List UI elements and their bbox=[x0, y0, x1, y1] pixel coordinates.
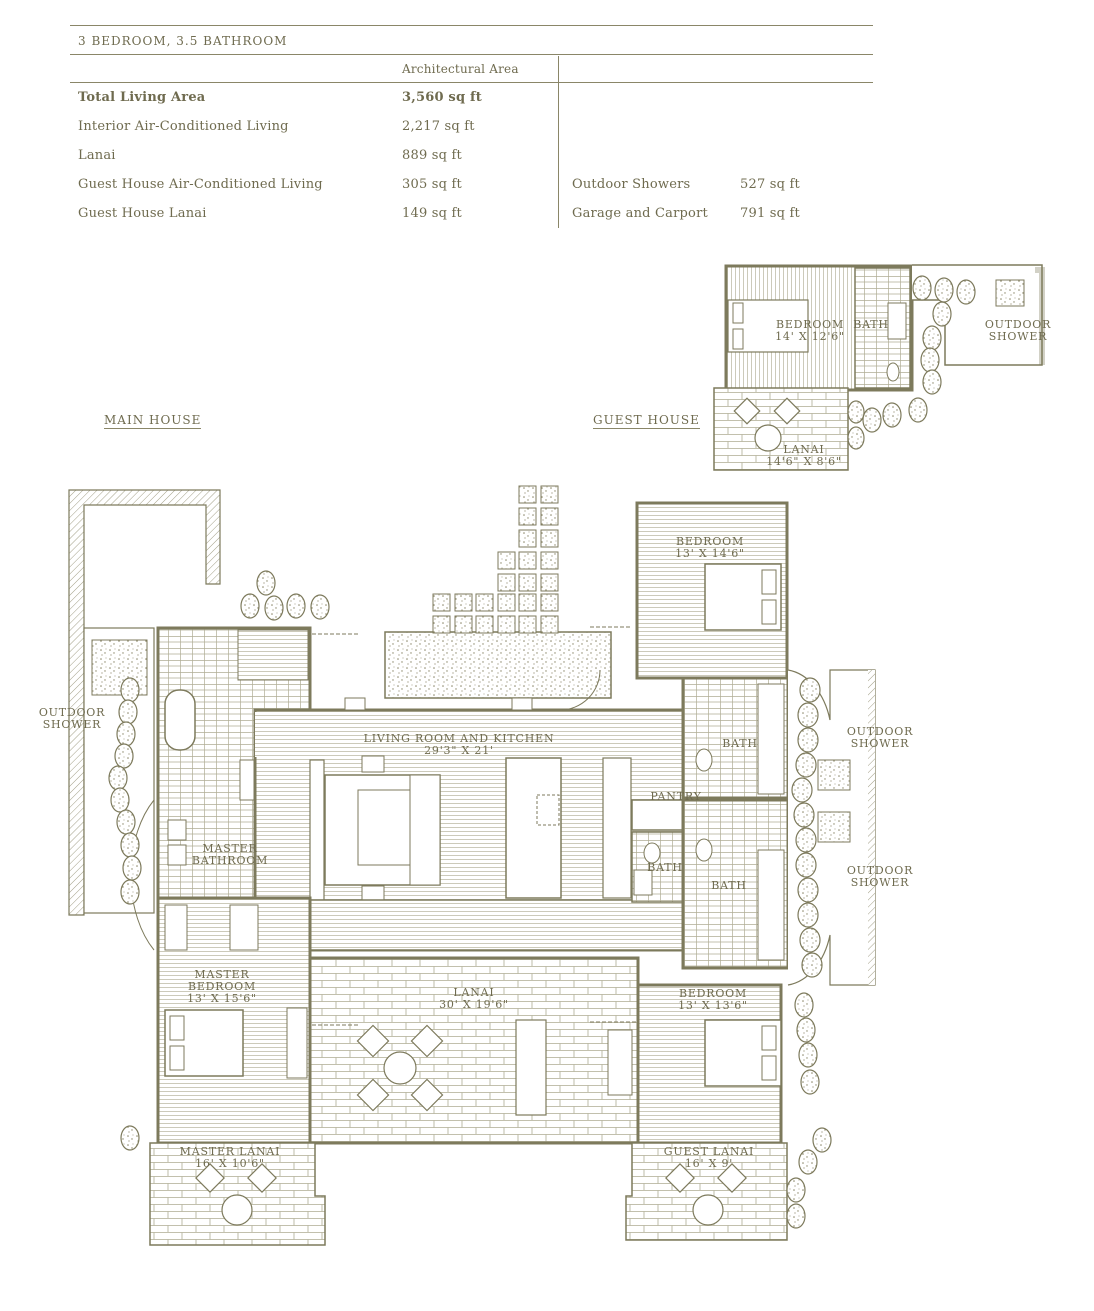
area-column-header: Architectural Area bbox=[402, 62, 519, 76]
lanai-dims: 30' X 19'6" bbox=[439, 998, 509, 1011]
table-divider bbox=[558, 56, 559, 228]
guest-stepping-stones bbox=[847, 275, 976, 450]
left-shower-label-1: OUTDOOR bbox=[39, 706, 105, 719]
gh-shower-label-2: SHOWER bbox=[989, 330, 1048, 343]
area-label: Interior Air-Conditioned Living bbox=[78, 119, 289, 134]
hall-bath-label: BATH bbox=[647, 861, 683, 874]
bedroom-bottom-label: BEDROOM bbox=[679, 987, 747, 1000]
plan-title: 3 BEDROOM, 3.5 BATHROOM bbox=[78, 34, 288, 48]
gh-bedroom-label: BEDROOM bbox=[776, 318, 844, 331]
garage-outline bbox=[68, 489, 221, 916]
area-value: 527 sq ft bbox=[740, 177, 800, 192]
column-header-rule bbox=[70, 82, 873, 83]
bath-bottom-label: BATH bbox=[711, 879, 747, 892]
area-value: 2,217 sq ft bbox=[402, 119, 475, 134]
main-house-label: MAIN HOUSE bbox=[104, 413, 202, 429]
master-lanai-dims: 16' X 10'6" bbox=[195, 1157, 265, 1170]
area-label: Total Living Area bbox=[78, 90, 206, 105]
area-value: 889 sq ft bbox=[402, 148, 462, 163]
guest-house-plan bbox=[713, 264, 1045, 471]
bath-top-label: BATH bbox=[722, 737, 758, 750]
lanai-label: LANAI bbox=[453, 986, 494, 999]
left-shower-label-2: SHOWER bbox=[43, 718, 102, 731]
bedroom-bottom-dims: 13' X 13'6" bbox=[678, 999, 748, 1012]
master-bedroom-dims: 13' X 15'6" bbox=[187, 992, 257, 1005]
master-bathroom-label-1: MASTER bbox=[202, 842, 257, 855]
guest-lanai-dims: 16' X 9' bbox=[685, 1157, 733, 1170]
gh-bedroom-dims: 14' X 12'6" bbox=[775, 330, 845, 343]
living-dims: 29'3" X 21' bbox=[424, 744, 494, 757]
guest-lanai-label: GUEST LANAI bbox=[664, 1145, 754, 1158]
guest-house-label: GUEST HOUSE bbox=[593, 413, 700, 429]
area-label: Guest House Lanai bbox=[78, 206, 207, 221]
title-rule bbox=[70, 54, 873, 55]
gh-shower-label-1: OUTDOOR bbox=[985, 318, 1051, 331]
top-rule bbox=[70, 25, 873, 26]
main-stepping-stones bbox=[108, 570, 832, 1229]
pantry-label: PANTRY bbox=[650, 790, 701, 803]
right-shower-bottom-label-2: SHOWER bbox=[851, 876, 910, 889]
area-value: 149 sq ft bbox=[402, 206, 462, 221]
area-label: Lanai bbox=[78, 148, 116, 163]
area-value: 791 sq ft bbox=[740, 206, 800, 221]
master-bedroom-label-1: MASTER bbox=[194, 968, 249, 981]
area-value: 305 sq ft bbox=[402, 177, 462, 192]
area-label: Garage and Carport bbox=[572, 206, 708, 221]
master-lanai-label: MASTER LANAI bbox=[180, 1145, 281, 1158]
right-shower-top-label-2: SHOWER bbox=[851, 737, 910, 750]
master-lanai-area bbox=[149, 1142, 326, 1246]
paver-squares bbox=[432, 485, 559, 634]
master-bedroom-label-2: BEDROOM bbox=[188, 980, 256, 993]
right-shower-top-label-1: OUTDOOR bbox=[847, 725, 913, 738]
gh-bath-label: BATH bbox=[853, 318, 889, 331]
area-value: 3,560 sq ft bbox=[402, 90, 482, 105]
guest-lanai-area bbox=[625, 1142, 788, 1241]
gh-lanai-dims: 14'6" X 8'6" bbox=[766, 455, 842, 468]
area-label: Outdoor Showers bbox=[572, 177, 691, 192]
bedroom-top-label: BEDROOM bbox=[676, 535, 744, 548]
right-shower-bottom-label-1: OUTDOOR bbox=[847, 864, 913, 877]
gh-lanai-label: LANAI bbox=[783, 443, 824, 456]
bedroom-top-dims: 13' X 14'6" bbox=[675, 547, 745, 560]
master-bathroom-label-2: BATHROOM bbox=[192, 854, 268, 867]
area-label: Guest House Air-Conditioned Living bbox=[78, 177, 323, 192]
living-label: LIVING ROOM AND KITCHEN bbox=[364, 732, 555, 745]
